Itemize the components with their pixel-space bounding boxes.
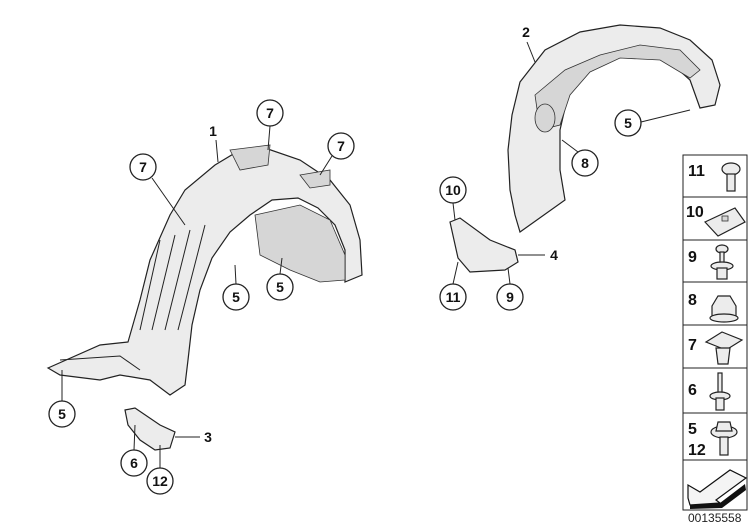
svg-text:10: 10 bbox=[686, 204, 704, 221]
callout-7: 7 bbox=[129, 153, 157, 181]
svg-text:2: 2 bbox=[522, 24, 530, 40]
svg-text:12: 12 bbox=[152, 473, 168, 489]
callout-6: 6 bbox=[120, 449, 148, 477]
callout-3: 3 bbox=[204, 429, 212, 445]
callout-5: 5 bbox=[222, 283, 250, 311]
svg-text:8: 8 bbox=[688, 292, 697, 309]
svg-text:7: 7 bbox=[266, 105, 274, 121]
callout-7: 7 bbox=[327, 132, 355, 160]
direction-arrow-icon bbox=[687, 469, 748, 509]
callout-8: 8 bbox=[571, 149, 599, 177]
svg-text:7: 7 bbox=[139, 159, 147, 175]
fastener-legend: 11 10 9 8 7 6 5 12 bbox=[682, 154, 748, 511]
legend-row-8: 8 bbox=[688, 292, 739, 323]
svg-text:11: 11 bbox=[688, 163, 705, 180]
svg-text:6: 6 bbox=[688, 382, 697, 399]
svg-text:3: 3 bbox=[204, 429, 212, 445]
svg-text:1: 1 bbox=[209, 123, 217, 139]
leader-lines bbox=[61, 41, 691, 468]
legend-row-10: 10 bbox=[686, 204, 746, 237]
cover-plate bbox=[449, 217, 519, 273]
svg-text:11: 11 bbox=[446, 289, 461, 305]
hex-nut-icon bbox=[709, 295, 739, 323]
svg-text:9: 9 bbox=[506, 289, 514, 305]
svg-text:7: 7 bbox=[337, 138, 345, 154]
rear-wheel-arch-liner bbox=[507, 24, 721, 233]
callout-5: 5 bbox=[266, 273, 294, 301]
flange-screw-icon bbox=[710, 421, 738, 456]
pin-rivet-icon bbox=[709, 372, 731, 411]
callout-7: 7 bbox=[256, 99, 284, 127]
callout-9: 9 bbox=[496, 283, 524, 311]
expanding-rivet-icon bbox=[710, 244, 734, 280]
callout-5: 5 bbox=[614, 109, 642, 137]
svg-text:4: 4 bbox=[550, 247, 558, 263]
legend-row-6: 6 bbox=[688, 372, 731, 411]
callout-4: 4 bbox=[550, 247, 558, 263]
legend-row-9: 9 bbox=[688, 244, 734, 280]
callout-11: 11 bbox=[439, 283, 467, 311]
legend-row-11: 11 bbox=[688, 162, 741, 192]
diagram-number: 00135558 bbox=[688, 511, 742, 525]
callout-12: 12 bbox=[146, 467, 174, 495]
svg-text:5: 5 bbox=[232, 289, 240, 305]
svg-text:6: 6 bbox=[130, 455, 138, 471]
front-wheel-arch-liner bbox=[46, 144, 363, 396]
svg-text:5: 5 bbox=[276, 279, 284, 295]
svg-text:7: 7 bbox=[688, 337, 697, 354]
clip-nut-icon bbox=[703, 207, 746, 237]
legend-row-5-12: 5 12 bbox=[688, 421, 738, 459]
svg-text:8: 8 bbox=[581, 155, 589, 171]
svg-text:5: 5 bbox=[624, 115, 632, 131]
callout-1: 1 bbox=[209, 123, 217, 139]
callout-10: 10 bbox=[439, 176, 467, 204]
svg-text:5: 5 bbox=[688, 421, 697, 438]
callout-5: 5 bbox=[48, 400, 76, 428]
svg-text:10: 10 bbox=[445, 182, 461, 198]
screw-icon bbox=[721, 162, 741, 192]
legend-row-7: 7 bbox=[688, 331, 744, 365]
callout-2: 2 bbox=[522, 24, 530, 40]
svg-text:12: 12 bbox=[688, 442, 706, 459]
svg-text:5: 5 bbox=[58, 406, 66, 422]
svg-text:9: 9 bbox=[688, 249, 697, 266]
square-clip-icon bbox=[704, 331, 744, 365]
bracket-part bbox=[124, 407, 176, 451]
